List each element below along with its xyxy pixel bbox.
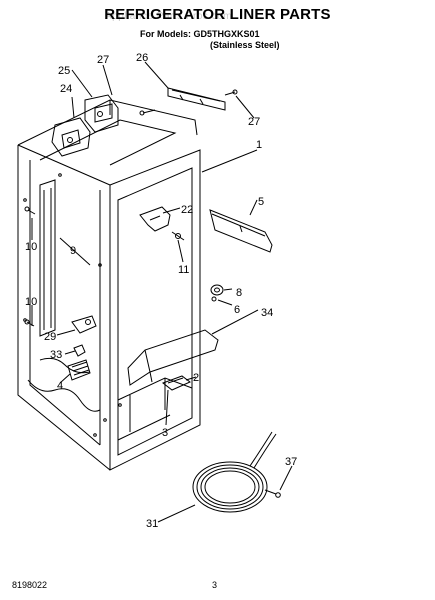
part-4-grille — [67, 359, 91, 381]
callout-2: 2 — [193, 372, 199, 384]
callout-34: 34 — [261, 307, 273, 319]
callout-22: 22 — [181, 204, 193, 216]
callout-24: 24 — [60, 83, 72, 95]
callout-10-upper: 10 — [25, 241, 37, 253]
leader-lines — [31, 61, 293, 523]
screw-10 — [24, 206, 36, 327]
part-33-knob — [73, 344, 86, 357]
callout-9: 9 — [70, 245, 76, 257]
screw-27 — [139, 89, 238, 116]
part-26-rail — [167, 87, 226, 111]
callout-1: 1 — [256, 139, 262, 151]
part-5-bracket — [209, 209, 273, 253]
model-variant: (Stainless Steel) — [210, 40, 280, 50]
part-24-25-bracket — [51, 94, 119, 157]
callout-25: 25 — [58, 65, 70, 77]
part-29-switch — [71, 315, 97, 334]
callout-4: 4 — [57, 380, 63, 392]
callout-8: 8 — [236, 287, 242, 299]
watermark: Appliance Parts Pros.com — [105, 11, 233, 22]
callout-5: 5 — [258, 196, 264, 208]
callout-11: 11 — [178, 264, 189, 276]
callout-26: 26 — [136, 52, 148, 64]
callout-10-lower: 10 — [25, 296, 37, 308]
liner-cabinet — [17, 99, 201, 471]
part-34-cover — [127, 329, 219, 386]
page-title: REFRIGERATOR LINER PARTS — [104, 6, 331, 23]
screw-37 — [264, 489, 281, 498]
callout-27-upper: 27 — [97, 54, 109, 66]
callout-labels: 1 2 3 4 5 6 8 9 10 10 11 22 24 25 26 27 … — [25, 52, 297, 530]
model-line: For Models: GD5THGXKS01 — [140, 29, 260, 39]
part-31-tubing — [192, 431, 277, 513]
part-2-plate — [161, 375, 191, 391]
document-number: 8198022 — [12, 580, 48, 590]
model-number: GD5THGXKS01 — [193, 29, 260, 39]
callout-29: 29 — [44, 331, 56, 343]
page-number: 3 — [212, 580, 218, 590]
callout-31: 31 — [146, 518, 158, 530]
callout-33: 33 — [50, 349, 62, 361]
models-prefix: For Models: — [140, 29, 194, 39]
callout-27-right: 27 — [248, 116, 260, 128]
callout-3: 3 — [162, 427, 168, 439]
part-8-plug — [210, 284, 224, 302]
part-22-clip — [139, 206, 185, 241]
callout-6: 6 — [234, 304, 240, 316]
callout-37: 37 — [285, 456, 297, 468]
